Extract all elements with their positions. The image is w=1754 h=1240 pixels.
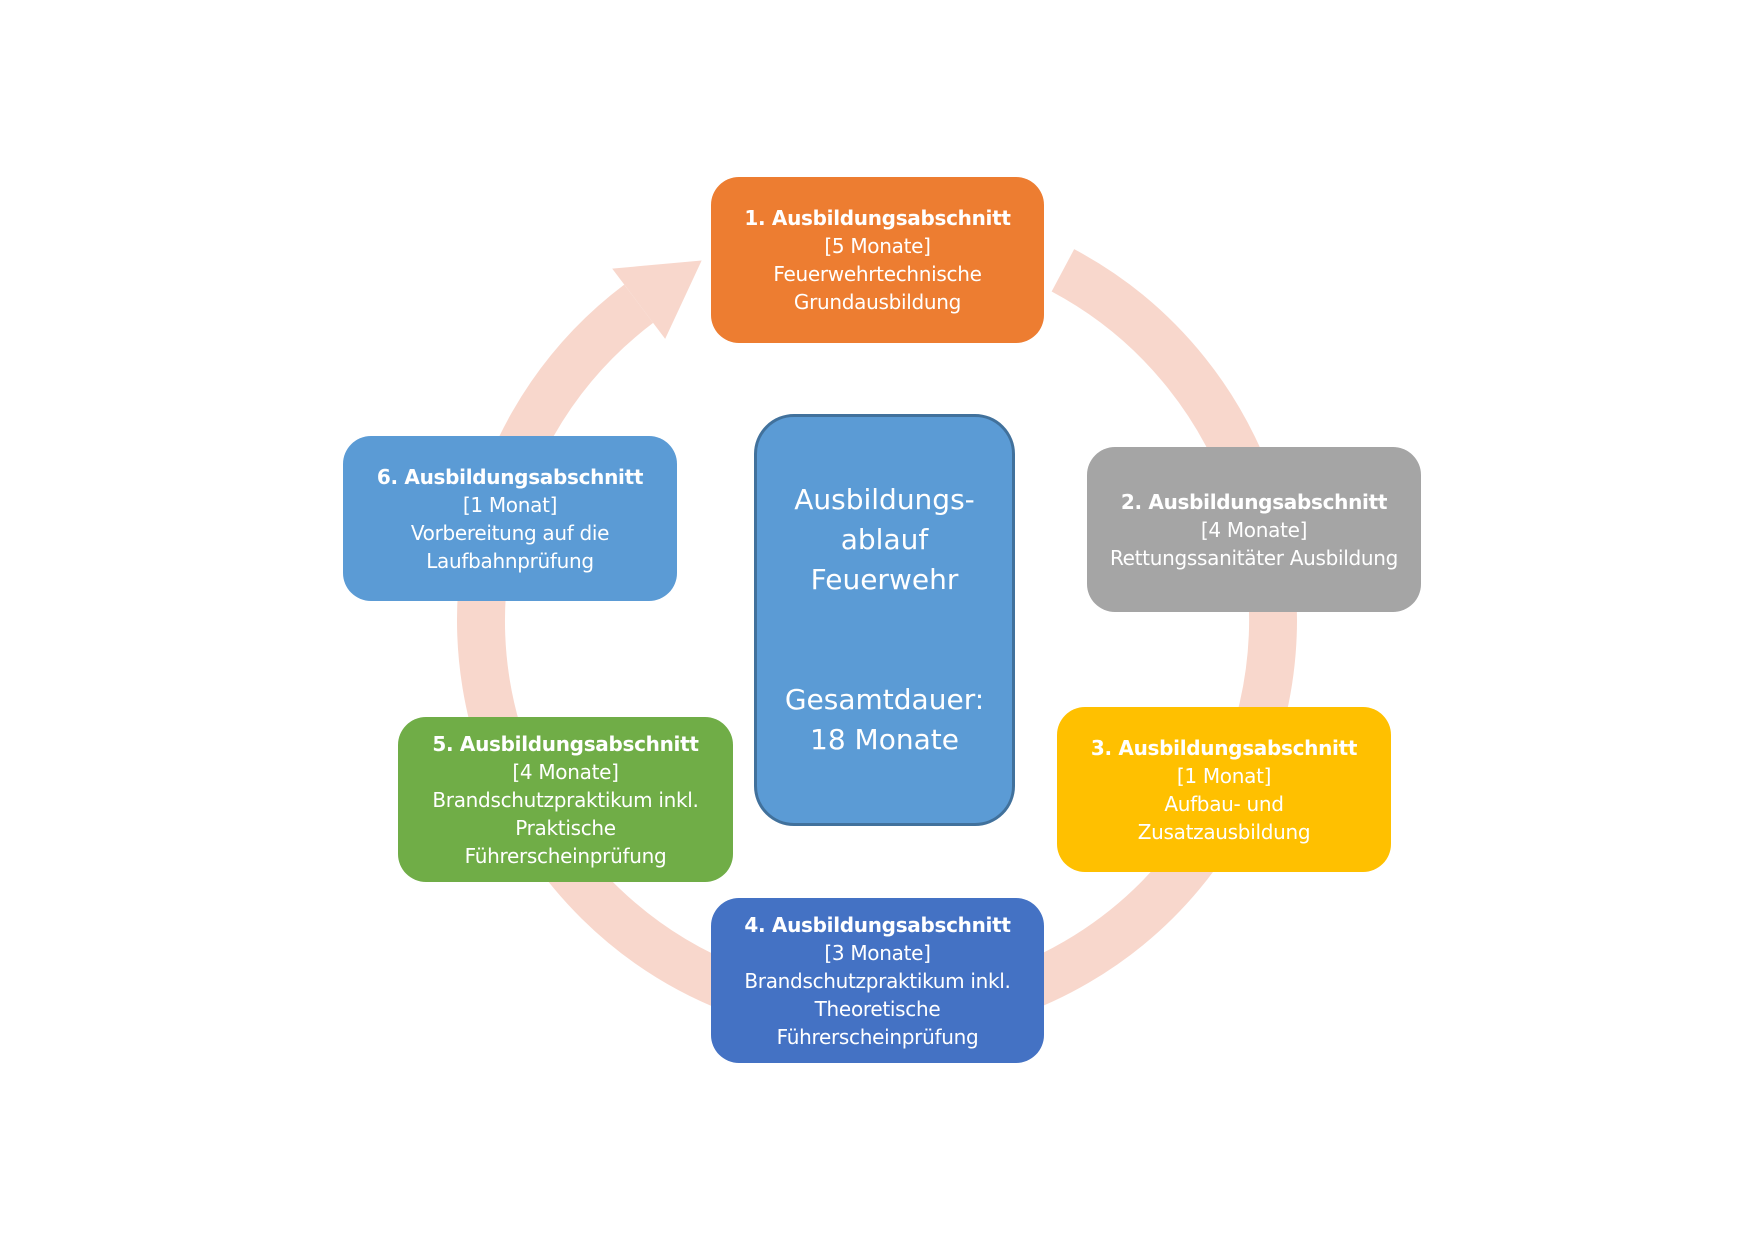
center-duration-line: Gesamtdauer: bbox=[784, 683, 985, 716]
step-1-box: 1. Ausbildungsabschnitt [5 Monate] Feuer… bbox=[711, 177, 1044, 343]
step-2-box: 2. Ausbildungsabschnitt [4 Monate] Rettu… bbox=[1087, 447, 1421, 612]
step-title: 3. Ausbildungsabschnitt bbox=[1090, 735, 1358, 760]
step-duration: [3 Monate] bbox=[824, 940, 931, 965]
center-summary-box: Ausbildungs- ablauf Feuerwehr Gesamtdaue… bbox=[754, 414, 1015, 826]
step-description: Praktische bbox=[515, 815, 616, 840]
step-description: Theoretische bbox=[814, 996, 941, 1021]
step-duration: [1 Monat] bbox=[1176, 763, 1272, 788]
step-description: Laufbahnprüfung bbox=[426, 548, 594, 573]
step-description: Grundausbildung bbox=[793, 290, 962, 314]
step-4-box: 4. Ausbildungsabschnitt [3 Monate] Brand… bbox=[711, 898, 1044, 1063]
step-description: Führerscheinprüfung bbox=[776, 1024, 979, 1049]
step-description: Brandschutzpraktikum inkl. bbox=[744, 968, 1011, 993]
step-description: Brandschutzpraktikum inkl. bbox=[432, 787, 699, 812]
step-description: Vorbereitung auf die bbox=[410, 520, 610, 545]
step-description: Aufbau- und bbox=[1164, 791, 1284, 816]
step-title: 6. Ausbildungsabschnitt bbox=[376, 464, 644, 489]
step-title: 1. Ausbildungsabschnitt bbox=[744, 206, 1011, 230]
cycle-arrowhead-icon bbox=[612, 260, 702, 339]
step-duration: [5 Monate] bbox=[824, 234, 931, 258]
center-title-line: ablauf bbox=[840, 523, 929, 556]
step-description: Führerscheinprüfung bbox=[464, 843, 667, 868]
center-title-line: Feuerwehr bbox=[810, 563, 959, 596]
step-5-box: 5. Ausbildungsabschnitt [4 Monate] Brand… bbox=[398, 717, 733, 882]
step-6-box: 6. Ausbildungsabschnitt [1 Monat] Vorber… bbox=[343, 436, 677, 601]
step-duration: [4 Monate] bbox=[512, 759, 619, 784]
center-duration-line: 18 Monate bbox=[810, 723, 959, 756]
step-3-box: 3. Ausbildungsabschnitt [1 Monat] Aufbau… bbox=[1057, 707, 1391, 872]
center-title-line: Ausbildungs- bbox=[794, 483, 975, 516]
step-duration: [4 Monate] bbox=[1200, 517, 1308, 542]
step-title: 4. Ausbildungsabschnitt bbox=[744, 912, 1011, 937]
step-description: Zusatzausbildung bbox=[1137, 819, 1311, 844]
step-title: 2. Ausbildungsabschnitt bbox=[1120, 489, 1388, 514]
step-description: Rettungssanitäter Ausbildung bbox=[1109, 545, 1399, 570]
step-description: Feuerwehrtechnische bbox=[773, 262, 982, 286]
step-title: 5. Ausbildungsabschnitt bbox=[432, 731, 699, 756]
step-duration: [1 Monat] bbox=[462, 492, 558, 517]
